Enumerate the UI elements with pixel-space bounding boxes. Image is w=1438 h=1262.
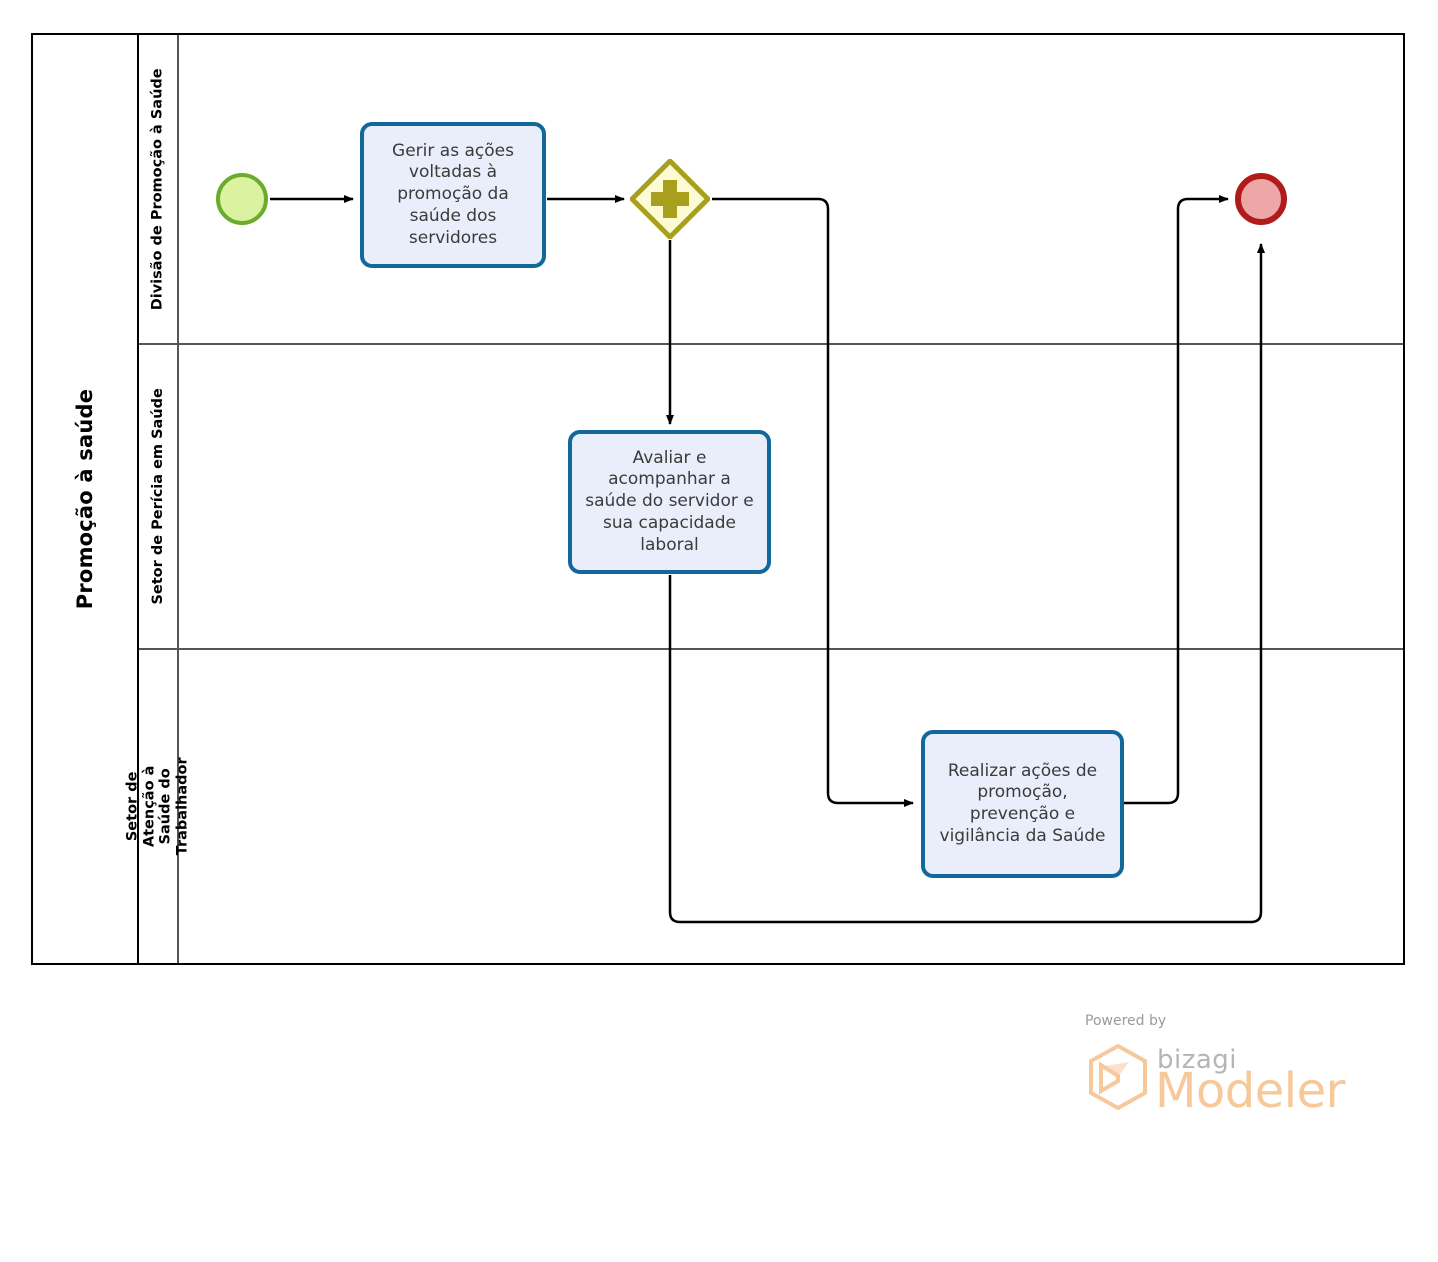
lane-header-divisao: Divisão de Promoção à Saúde (139, 35, 179, 343)
lane-label-divisao: Divisão de Promoção à Saúde (149, 68, 166, 310)
lane-header-pericia: Setor de Perícia em Saúde (139, 345, 179, 648)
lane-setor-de-pericia-em-saude[interactable]: Setor de Perícia em Saúde (139, 345, 1403, 650)
bizagi-modeler-logo: Powered by bizagi Modeler (1085, 1013, 1345, 1119)
lane-label-pericia: Setor de Perícia em Saúde (149, 388, 166, 605)
modeler-wordmark: Modeler (1155, 1063, 1345, 1119)
lane-label-atencao: Setor de Atenção à Saúde do Trabalhador (124, 757, 191, 856)
task-avaliar-label: Avaliar e acompanhar a saúde do servidor… (585, 447, 754, 555)
task-gerir-label: Gerir as ações voltadas à promoção da sa… (392, 140, 514, 248)
bizagi-wordmark: bizagi (1157, 1045, 1238, 1075)
pool-title: Promoção à saúde (73, 388, 98, 610)
start-event[interactable] (216, 173, 268, 225)
lane-header-atencao: Setor de Atenção à Saúde do Trabalhador (125, 650, 191, 963)
task-realizar-label: Realizar ações de promoção, prevenção e … (939, 760, 1106, 846)
lane-divisao-de-promocao-a-saude[interactable]: Divisão de Promoção à Saúde (139, 35, 1403, 345)
task-avaliar-e-acompanhar[interactable]: Avaliar e acompanhar a saúde do servidor… (568, 430, 771, 574)
lane-container: Divisão de Promoção à Saúde Setor de Per… (125, 35, 1403, 963)
pool-header: Promoção à saúde (33, 35, 139, 963)
task-realizar-acoes[interactable]: Realizar ações de promoção, prevenção e … (921, 730, 1124, 878)
plus-icon (651, 180, 689, 218)
end-event[interactable] (1235, 173, 1287, 225)
lane-setor-de-atencao-a-saude-do-trabalhador[interactable]: Setor de Atenção à Saúde do Trabalhador (125, 650, 1403, 963)
bizagi-hexagon-icon (1089, 1043, 1147, 1111)
parallel-gateway[interactable] (630, 159, 710, 239)
powered-by-label: Powered by (1085, 1013, 1167, 1029)
task-gerir-as-acoes[interactable]: Gerir as ações voltadas à promoção da sa… (360, 122, 546, 268)
